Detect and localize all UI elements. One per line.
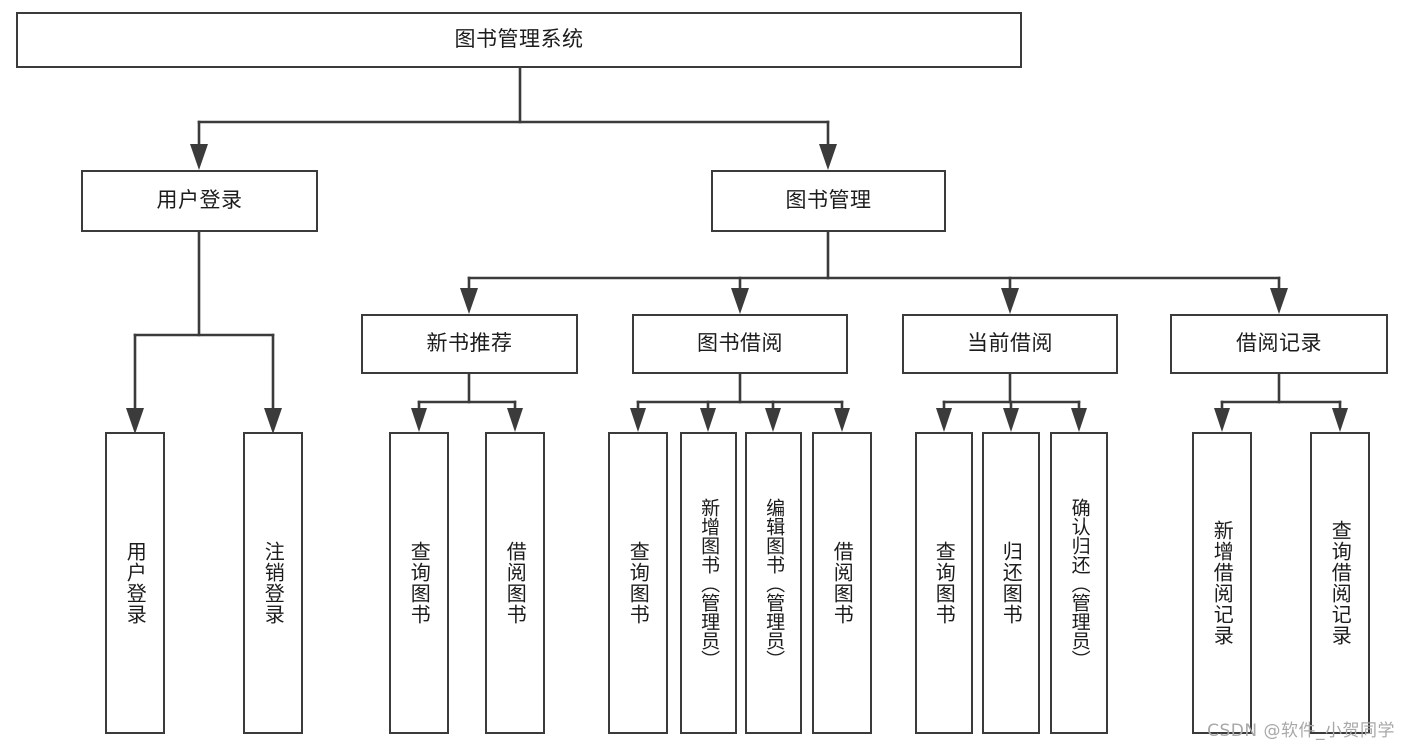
leaf-book-borrow-query[interactable]: 查询图书 — [608, 432, 668, 734]
leaf-new-book-borrow-label: 借阅图书 — [503, 541, 528, 625]
leaf-book-borrow-add-label: 新增图书（管理员） — [698, 497, 721, 669]
leaf-book-borrow-add[interactable]: 新增图书（管理员） — [680, 432, 737, 734]
leaf-book-borrow-edit[interactable]: 编辑图书（管理员） — [745, 432, 802, 734]
leaf-new-book-query[interactable]: 查询图书 — [389, 432, 449, 734]
node-root-label: 图书管理系统 — [454, 27, 584, 52]
leaf-user-login-logout[interactable]: 注销登录 — [243, 432, 303, 734]
leaf-book-borrow-edit-label: 编辑图书（管理员） — [763, 497, 786, 669]
node-book-borrow-label: 图书借阅 — [697, 331, 783, 356]
node-current-borrow-label: 当前借阅 — [967, 331, 1053, 356]
node-book-borrow[interactable]: 图书借阅 — [632, 314, 848, 374]
node-current-borrow[interactable]: 当前借阅 — [902, 314, 1118, 374]
leaf-book-borrow-query-label: 查询图书 — [626, 541, 651, 625]
leaf-borrow-record-add[interactable]: 新增借阅记录 — [1192, 432, 1252, 734]
leaf-new-book-borrow[interactable]: 借阅图书 — [485, 432, 545, 734]
node-user-login-label: 用户登录 — [156, 188, 243, 213]
node-book-management[interactable]: 图书管理 — [711, 170, 946, 232]
leaf-current-borrow-confirm-label: 确认归还（管理员） — [1068, 497, 1091, 669]
node-borrow-record-label: 借阅记录 — [1236, 331, 1322, 356]
leaf-user-login-login-label: 用户登录 — [123, 541, 148, 625]
node-user-login[interactable]: 用户登录 — [81, 170, 318, 232]
leaf-current-borrow-confirm[interactable]: 确认归还（管理员） — [1050, 432, 1108, 734]
leaf-borrow-record-query[interactable]: 查询借阅记录 — [1310, 432, 1370, 734]
leaf-borrow-record-add-label: 新增借阅记录 — [1210, 520, 1235, 646]
node-book-management-label: 图书管理 — [785, 188, 872, 213]
leaf-new-book-query-label: 查询图书 — [407, 541, 432, 625]
leaf-current-borrow-return-label: 归还图书 — [999, 541, 1024, 625]
leaf-current-borrow-query[interactable]: 查询图书 — [915, 432, 973, 734]
leaf-book-borrow-borrow[interactable]: 借阅图书 — [812, 432, 872, 734]
node-new-book-recommend[interactable]: 新书推荐 — [361, 314, 578, 374]
leaf-current-borrow-return[interactable]: 归还图书 — [982, 432, 1040, 734]
node-borrow-record[interactable]: 借阅记录 — [1170, 314, 1388, 374]
node-new-book-recommend-label: 新书推荐 — [426, 331, 513, 356]
leaf-user-login-logout-label: 注销登录 — [261, 541, 286, 625]
leaf-book-borrow-borrow-label: 借阅图书 — [830, 541, 855, 625]
csdn-watermark: CSDN @软件_小贺同学 — [1207, 721, 1395, 741]
leaf-user-login-login[interactable]: 用户登录 — [105, 432, 165, 734]
leaf-current-borrow-query-label: 查询图书 — [932, 541, 957, 625]
node-root[interactable]: 图书管理系统 — [16, 12, 1022, 68]
leaf-borrow-record-query-label: 查询借阅记录 — [1328, 520, 1353, 646]
